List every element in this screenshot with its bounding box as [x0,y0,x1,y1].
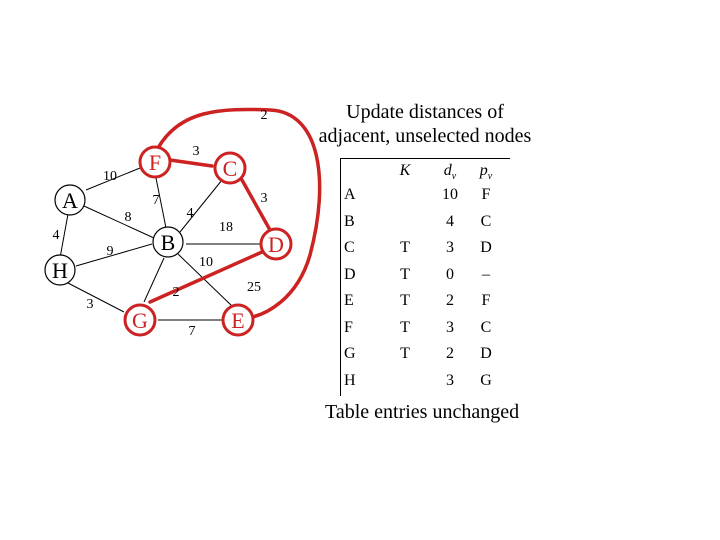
header-k: K [399,162,411,179]
row-predecessor: G [480,371,492,389]
caption: Table entries unchanged [325,401,520,423]
svg-text:E: E [231,308,244,333]
row-distance: 3 [446,239,454,256]
row-known: T [400,345,410,362]
weight-label: 25 [247,280,261,295]
edge-b-c [179,179,223,233]
edge-a-f [85,167,141,191]
weight-label: 4 [53,228,60,243]
edge-h-b [75,243,153,267]
row-predecessor: D [480,345,492,362]
row-distance: 2 [446,345,454,362]
svg-text:B: B [161,230,176,255]
row-distance: 3 [446,371,454,389]
row-node: B [344,212,355,230]
row-node: F [344,318,353,336]
row-node: C [344,239,355,256]
edge-f-b [155,177,167,229]
svg-text:H: H [52,258,68,283]
svg-text:C: C [223,156,238,181]
node-a: A [54,184,86,216]
row-predecessor: F [481,292,491,309]
weight-label: 2 [173,285,180,300]
edge-a-h [59,213,69,259]
row-node: G [344,345,356,362]
row-predecessor: F [481,186,491,203]
row-known: T [400,265,410,283]
weight-label: 10 [103,169,117,184]
node-h: H [44,254,76,286]
row-node: A [344,186,356,203]
svg-text:F: F [149,150,161,175]
edge-f-e-curve [156,107,322,320]
weight-label: 8 [125,210,132,225]
header-p: pv [479,162,493,183]
table-left-border [340,158,341,396]
node-f: F [138,145,172,179]
weight-label: 9 [107,244,114,259]
row-distance: 0 [446,265,454,283]
table-top-border [340,158,510,159]
edge-b-e [177,253,233,307]
edge-h-g [65,281,125,313]
row-known: T [400,292,410,309]
row-predecessor: C [480,318,492,336]
row-distance: 2 [446,292,454,309]
edge-a-b [83,205,155,239]
edge-b-g [143,257,165,303]
row-predecessor: D [480,239,492,256]
weight-label: 3 [261,191,268,206]
node-b: B [152,226,184,258]
row-node: E [344,292,354,309]
header-d: dv [443,162,457,183]
node-d: D [259,227,293,261]
row-node: H [344,371,356,389]
title-line-1: Update distances of [346,101,504,123]
row-node: D [344,265,356,283]
weight-label: 2 [261,108,268,123]
row-distance: 4 [446,212,454,230]
edge-c-d [240,178,272,232]
weight-label: 4 [187,206,194,221]
node-c: C [213,151,247,185]
svg-text:G: G [132,308,148,333]
svg-text:D: D [268,232,284,257]
row-known: T [400,239,410,256]
weight-label: 7 [189,324,196,339]
weight-label: 18 [219,220,233,235]
weight-label: 10 [199,255,213,270]
node-e: E [221,303,255,337]
row-predecessor: C [480,212,492,230]
svg-text:A: A [62,188,78,213]
weight-label: 7 [153,193,160,208]
row-predecessor: – [482,265,490,283]
edge-g-d [148,250,264,304]
weight-label: 3 [193,144,200,159]
row-known: T [400,318,410,336]
title-line-2: adjacent, unselected nodes [318,125,532,147]
edge-f-c [168,158,214,168]
weight-label: 3 [87,297,94,312]
row-distance: 10 [442,186,458,203]
node-g: G [123,303,157,337]
row-distance: 3 [446,318,454,336]
slide-title: Update distances of adjacent, unselected… [310,100,540,148]
